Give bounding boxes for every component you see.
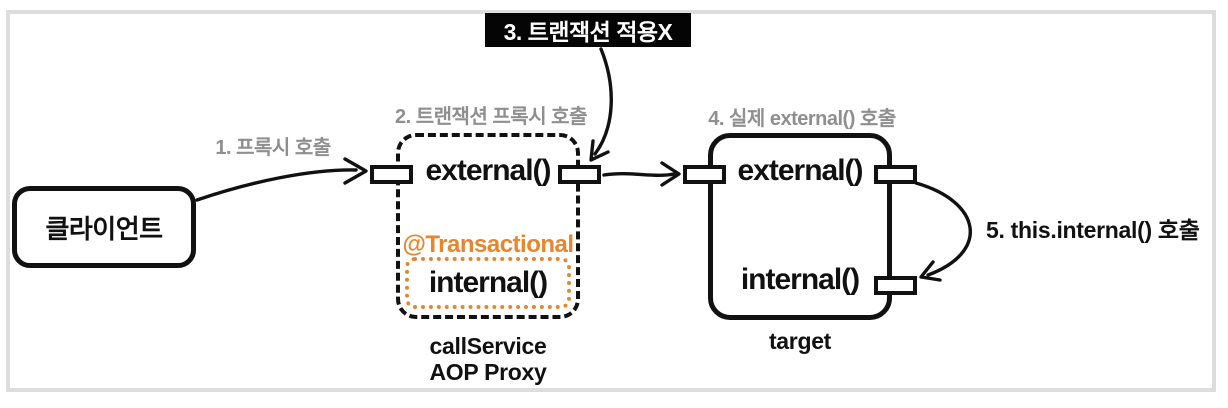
target-external-method: external()	[737, 154, 863, 187]
target-internal-method: internal()	[740, 263, 860, 296]
client-box: 클라이언트	[12, 186, 196, 268]
transactional-annotation: @Transactional	[402, 231, 574, 258]
target-external-left-port	[683, 165, 726, 184]
target-caption: target	[768, 328, 832, 354]
proxy-caption: callService AOP Proxy	[396, 333, 580, 385]
target-box	[708, 133, 892, 320]
target-external-right-port	[874, 165, 917, 184]
proxy-external-left-port	[370, 165, 413, 184]
step3-callout: 3. 트랜잭션 적용X	[485, 13, 691, 47]
step5-label: 5. this.internal() 호출	[986, 217, 1200, 243]
proxy-caption-line2: AOP Proxy	[429, 359, 547, 385]
proxy-internal-box: internal()	[405, 257, 571, 309]
target-internal-right-port	[874, 276, 917, 295]
step2-label: 2. 트랜잭션 프록시 호출	[395, 106, 587, 128]
proxy-caption-line1: callService	[429, 333, 547, 359]
proxy-external-right-port	[558, 165, 601, 184]
step1-label: 1. 프록시 호출	[215, 137, 331, 159]
proxy-external-method: external()	[425, 154, 551, 187]
proxy-internal-method: internal()	[428, 266, 548, 299]
client-label: 클라이언트	[45, 213, 163, 244]
step4-label: 4. 실제 external() 호출	[708, 108, 896, 130]
step3-label: 3. 트랜잭션 적용X	[503, 19, 673, 45]
